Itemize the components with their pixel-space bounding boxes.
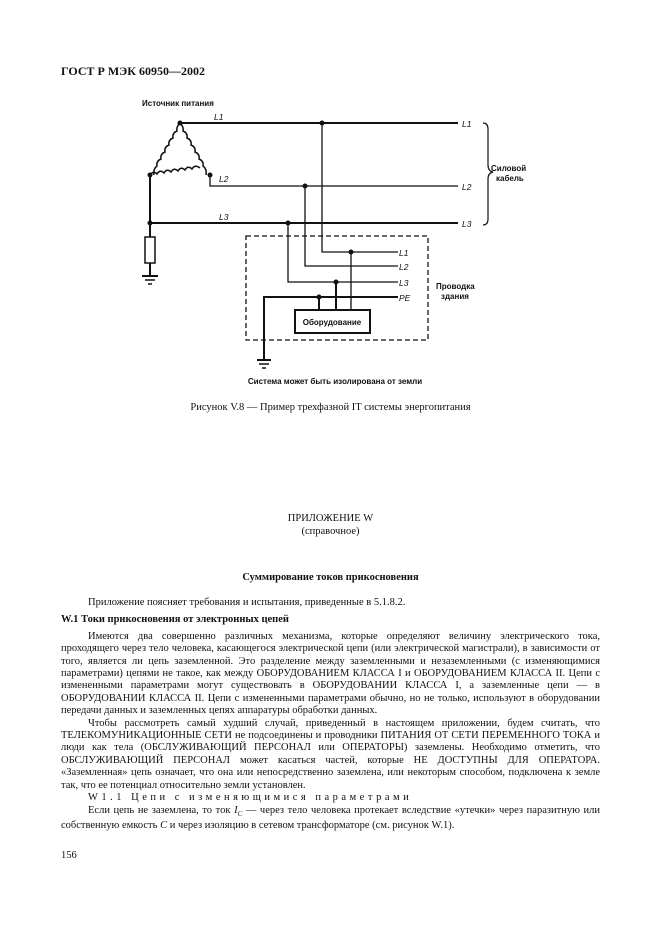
cable-label: кабель [496,174,524,183]
text: и через изоляцию в сетевом трансформатор… [167,820,455,831]
subsection-heading: W1.1 Цепи с изменяющимися параметрами [88,792,413,804]
junction [207,172,213,178]
junction [348,249,354,255]
source-label: Источник питания [142,99,214,108]
appendix-subtitle: (справочное) [301,526,360,537]
junction [147,172,153,178]
line-label: L1 [214,112,224,122]
appendix-heading: ПРИЛОЖЕНИЕ W (справочное) [0,512,661,538]
junction [316,294,322,300]
text: — через тело человека протекает вследств… [61,804,600,832]
text: Если цепь не заземлена, то ток [88,804,235,816]
junction [177,120,183,126]
junction [302,183,308,189]
inner-label: L2 [399,262,409,272]
document-header: ГОСТ Р МЭК 60950—2002 [61,64,205,78]
it-system-diagram: Источник питания L1 L2 L3 L1 L2 L3 Силов… [142,99,526,386]
wiring-label: здания [441,292,469,301]
appendix-title: ПРИЛОЖЕНИЕ W [287,513,374,524]
equipment-label: Оборудование [303,318,362,327]
page-number: 156 [61,850,77,861]
symbol: I [234,804,238,816]
body-text: Приложение поясняет требования и испытан… [61,597,600,832]
paragraph: Имеются два совершенно различных механиз… [61,630,600,717]
inner-label: L3 [399,278,409,288]
line-label: L3 [462,219,472,229]
junction [333,279,339,285]
paragraph: Если цепь не заземлена, то ток IC — чере… [61,805,600,833]
diagram-note: Система может быть изолирована от земли [248,377,422,386]
equipment-box [294,309,371,334]
symbol-subscript: C [237,809,243,818]
appendix-main-heading: Суммирование токов прикосновения [242,572,419,583]
source-winding [179,122,207,176]
line-label: L2 [462,182,472,192]
source-winding [153,122,181,176]
section-heading: W.1 Токи прикосновения от электронных це… [61,614,289,626]
line-label: L3 [219,212,229,222]
symbol: C [160,820,168,831]
wiring-label: Проводка [436,282,475,291]
cable-label: Силовой [491,164,526,173]
intro-paragraph: Приложение поясняет требования и испытан… [88,597,406,608]
inner-label: PE [399,293,411,303]
source-winding [149,165,201,176]
figure-caption: Рисунок V.8 — Пример трехфазной IT систе… [190,402,471,413]
line-label: L1 [462,119,472,129]
paragraph: Чтобы рассмотреть самый худший случай, п… [61,717,600,791]
line-label: L2 [219,174,229,184]
inner-label: L1 [399,248,409,258]
junction [285,220,291,226]
junction [147,220,153,226]
junction [319,120,325,126]
